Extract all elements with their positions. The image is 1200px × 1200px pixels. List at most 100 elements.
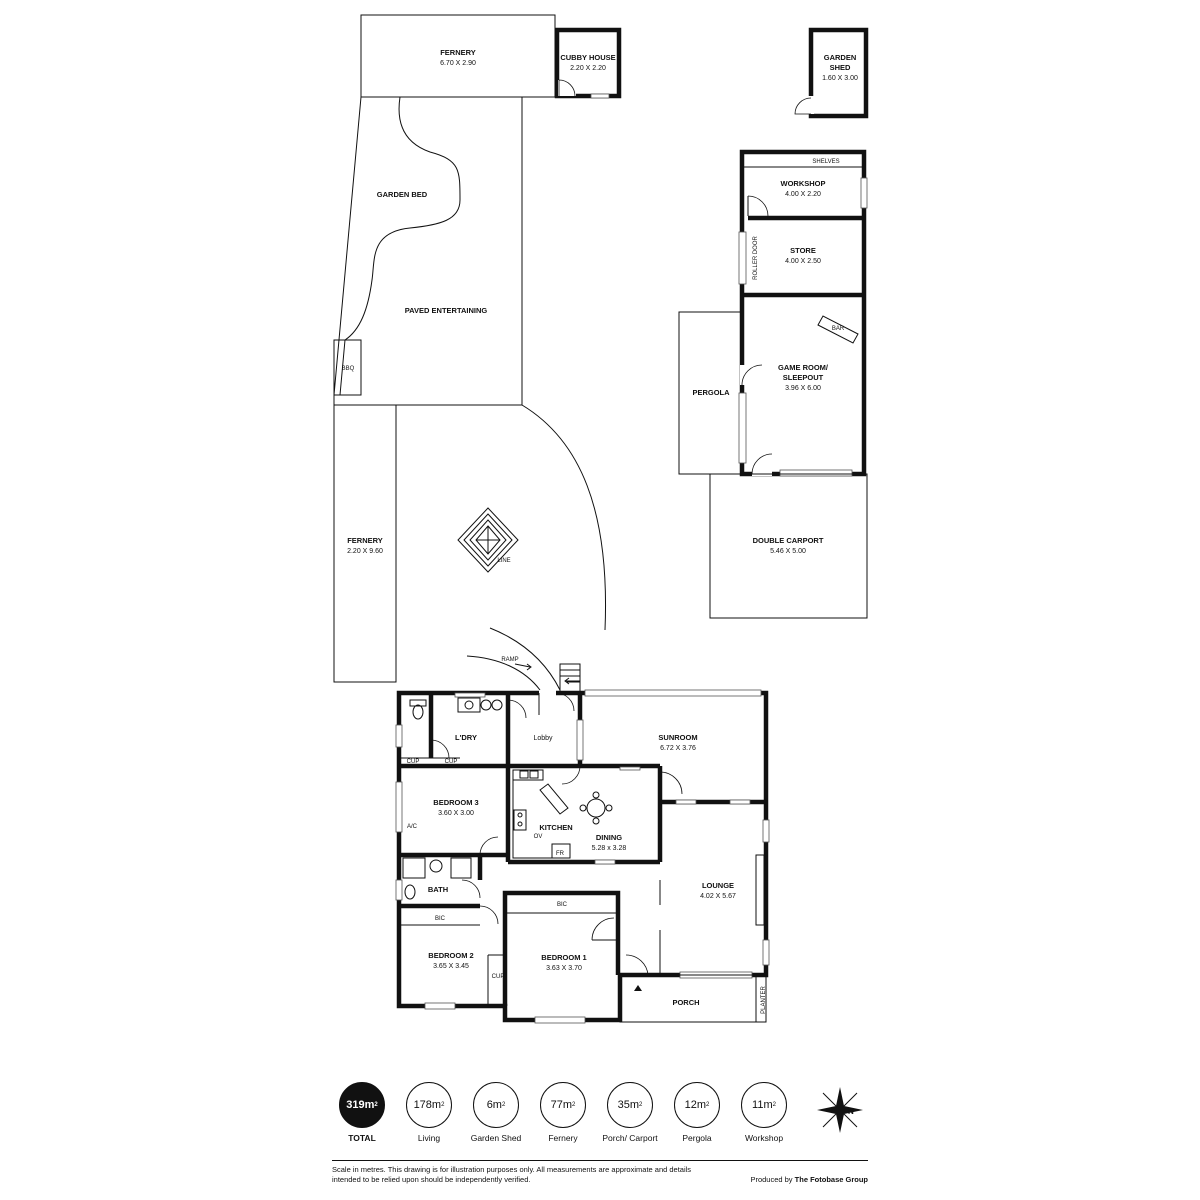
area-caption: Living	[417, 1133, 441, 1143]
outbuilding: PERGOLA SHELVES WORKSHOP 4.00 X 2.20 ROL…	[678, 149, 868, 619]
area-value-text: 77m	[550, 1099, 573, 1111]
area-value-text: 35m	[617, 1099, 640, 1111]
area-unit-superscript: 2	[501, 1102, 506, 1108]
game-room-label-2: SLEEPOUT	[783, 373, 824, 382]
area-unit-superscript: 2	[772, 1102, 776, 1108]
double-carport-label: DOUBLE CARPORT	[753, 536, 824, 545]
bedroom2-dims: 3.65 X 3.45	[433, 963, 469, 970]
dining-dims: 5.28 x 3.28	[592, 845, 627, 852]
bedroom2-label: BEDROOM 2	[428, 951, 473, 960]
area-unit-superscript: 2	[639, 1102, 643, 1108]
fr-label: FR	[556, 851, 565, 857]
pergola-label: PERGOLA	[692, 388, 730, 397]
store-dims: 4.00 X 2.50	[785, 258, 821, 265]
ramp-label: RAMP	[501, 657, 518, 663]
lobby-label: Lobby	[533, 735, 553, 742]
bar-label: BAR	[832, 326, 845, 332]
area-caption: Workshop	[744, 1133, 784, 1143]
disclaimer: Scale in metres. This drawing is for ill…	[332, 1165, 692, 1184]
garden-shed-dims: 1.60 X 3.00	[822, 75, 858, 82]
garden-shed-label-1: GARDEN	[824, 53, 857, 62]
garden-bed-label: GARDEN BED	[377, 190, 428, 199]
producer-name: The Fotobase Group	[794, 1175, 868, 1184]
cup1-label: CUP	[407, 759, 420, 765]
game-room-label-1: GAME ROOM/	[778, 363, 829, 372]
bic1-label: BIC	[435, 916, 446, 922]
garden-shed-label-2: SHED	[830, 63, 851, 72]
sunroom-label: SUNROOM	[658, 733, 697, 742]
planter-label: PLANTER	[761, 986, 767, 1014]
cubby-house-dims: 2.20 X 2.20	[570, 65, 606, 72]
roller-door-label: ROLLER DOOR	[753, 236, 759, 280]
garden-shed: GARDEN SHED 1.60 X 3.00	[794, 27, 869, 119]
shelves-label: SHELVES	[812, 159, 839, 165]
line-label: LINE	[497, 558, 510, 564]
area-value-text: 178m	[413, 1099, 442, 1111]
compass-icon: N	[817, 1087, 863, 1133]
yard: LINE	[457, 404, 607, 631]
area-caption: Garden Shed	[470, 1133, 522, 1143]
compass-letter: N	[848, 1107, 854, 1116]
area-value-text: 11m	[752, 1099, 773, 1111]
workshop-label: WORKSHOP	[781, 179, 826, 188]
bic2-label: BIC	[557, 902, 568, 908]
kitchen-label: KITCHEN	[539, 823, 572, 832]
paved-entertaining-label: PAVED ENTERTAINING	[405, 306, 488, 315]
area-unit-superscript: 2	[374, 1102, 378, 1108]
store-label: STORE	[790, 246, 816, 255]
cup2-label: CUP	[445, 759, 458, 765]
area-caption: Fernery	[548, 1133, 578, 1143]
porch-label: PORCH	[672, 998, 699, 1007]
main-house: L'DRY CUP CUP Lobby SUNROOM 6.72 X 3.76 …	[395, 689, 770, 1024]
bedroom3-label: BEDROOM 3	[433, 798, 478, 807]
fernery-side-area: FERNERY 2.20 X 9.60	[333, 404, 397, 683]
producer-prefix: Produced by	[750, 1175, 793, 1184]
bedroom1-label: BEDROOM 1	[541, 953, 586, 962]
fernery-top-label: FERNERY	[440, 48, 476, 57]
laundry-label: L'DRY	[455, 733, 477, 742]
cubby-house: CUBBY HOUSE 2.20 X 2.20	[554, 27, 622, 99]
cup3-label: CUP	[492, 974, 505, 980]
area-value-text: 319m	[346, 1099, 375, 1111]
lounge-dims: 4.02 X 5.67	[700, 893, 736, 900]
area-unit-superscript: 2	[441, 1102, 445, 1108]
fernery-top-dims: 6.70 X 2.90	[440, 60, 476, 67]
cubby-house-label: CUBBY HOUSE	[560, 53, 615, 62]
area-unit-superscript: 2	[706, 1102, 710, 1108]
bath-label: BATH	[428, 885, 448, 894]
paved-entertaining-area: GARDEN BED PAVED ENTERTAINING BBQ	[333, 96, 523, 406]
area-caption: TOTAL	[348, 1133, 376, 1143]
bedroom1-dims: 3.63 X 3.70	[546, 965, 582, 972]
area-unit-superscript: 2	[572, 1102, 576, 1108]
ac-label: A/C	[407, 824, 418, 830]
bedroom3-dims: 3.60 X 3.00	[438, 810, 474, 817]
producer-credit: Produced by The Fotobase Group	[750, 1175, 868, 1184]
area-caption: Pergola	[682, 1133, 712, 1143]
fernery-side-label: FERNERY	[347, 536, 383, 545]
footer-divider	[332, 1160, 868, 1161]
game-room-dims: 3.96 X 6.00	[785, 385, 821, 392]
fernery-side-dims: 2.20 X 9.60	[347, 548, 383, 555]
clothes-line-icon	[457, 507, 519, 573]
sunroom-dims: 6.72 X 3.76	[660, 745, 696, 752]
dining-label: DINING	[596, 833, 622, 842]
bbq-label: BBQ	[342, 366, 355, 372]
area-caption: Porch/ Carport	[602, 1133, 658, 1143]
dining-table-icon	[579, 791, 613, 825]
double-carport-dims: 5.46 X 5.00	[770, 548, 806, 555]
